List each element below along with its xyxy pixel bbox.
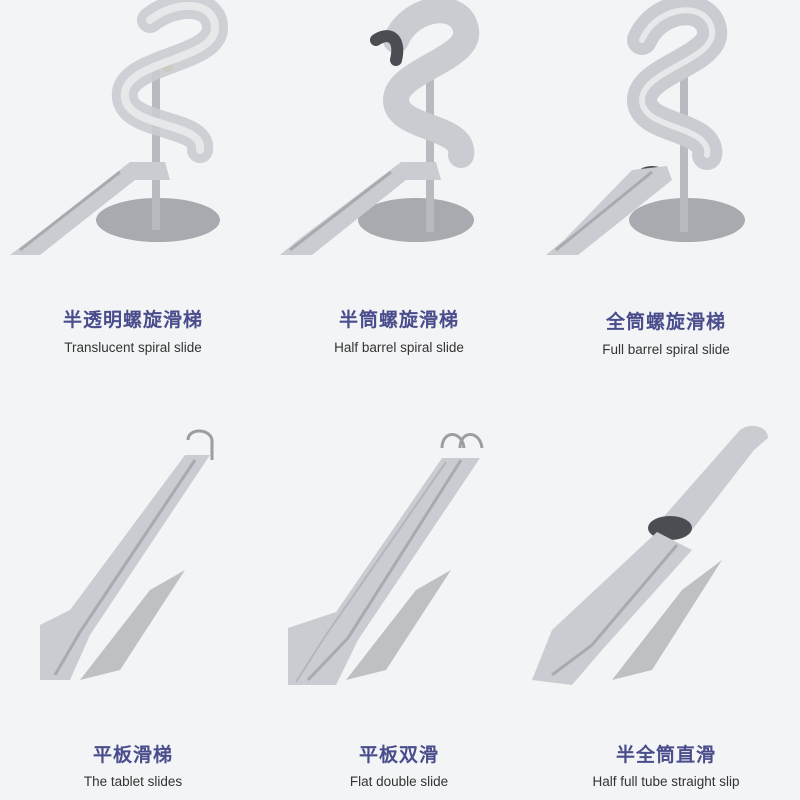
catalog-item-full-barrel-spiral: 全筒螺旋滑梯 Full barrel spiral slide [532, 0, 800, 400]
half-full-tube-straight-slide-icon [532, 425, 768, 685]
catalog-item-tablet-slide: 平板滑梯 The tablet slides [0, 400, 266, 800]
item-title-en: Translucent spiral slide [64, 340, 202, 355]
catalog-item-half-full-tube: 半全筒直滑 Half full tube straight slip [532, 400, 800, 800]
item-title-cn: 半筒螺旋滑梯 [338, 309, 459, 331]
translucent-spiral-slide-icon [10, 0, 229, 255]
catalog-item-half-barrel-spiral: 半筒螺旋滑梯 Half barrel spiral slide [266, 0, 532, 400]
item-title-en: Full barrel spiral slide [602, 342, 730, 357]
item-title-cn: 平板双滑 [358, 744, 439, 766]
half-barrel-spiral-slide-icon [280, 0, 479, 255]
full-barrel-spiral-slide-icon [546, 0, 745, 255]
catalog-item-translucent-spiral: 半透明螺旋滑梯 Translucent spiral slide [0, 0, 266, 400]
catalog-item-flat-double-slide: 平板双滑 Flat double slide [266, 400, 532, 800]
item-title-cn: 半透明螺旋滑梯 [62, 309, 203, 331]
item-title-cn: 全筒螺旋滑梯 [605, 311, 726, 333]
flat-double-slide-icon [288, 433, 484, 685]
item-title-cn: 平板滑梯 [92, 744, 173, 766]
item-title-en: The tablet slides [83, 774, 183, 789]
tablet-slide-icon [40, 429, 214, 680]
item-title-cn: 半全筒直滑 [615, 744, 716, 766]
item-title-en: Flat double slide [349, 774, 449, 789]
item-title-en: Half barrel spiral slide [334, 340, 464, 355]
item-title-en: Half full tube straight slip [592, 774, 740, 789]
